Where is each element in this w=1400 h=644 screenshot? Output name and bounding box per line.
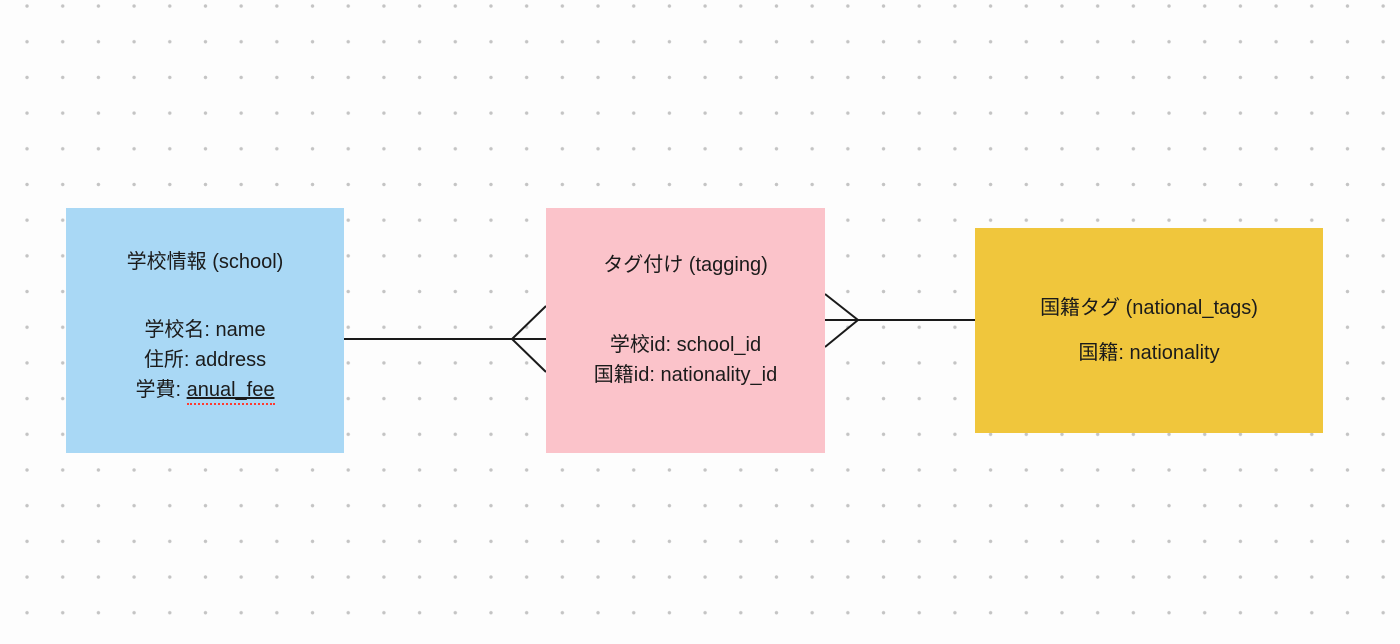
entity-national-tags-title: 国籍タグ (national_tags) [1040,297,1258,319]
entity-tagging[interactable]: タグ付け (tagging) 学校id: school_id 国籍id: nat… [546,208,825,453]
entity-tagging-attribute: 国籍id: nationality_id [593,364,778,386]
connector-school-tagging[interactable] [344,305,547,373]
entity-school-attribute: 学校名: name [144,319,266,341]
entity-school-attribute: 学費: anual_fee [136,375,275,405]
attribute-label: 学費: [135,379,187,401]
connector-tagging-national-tags[interactable] [824,293,975,348]
entity-school[interactable]: 学校情報 (school) 学校名: name 住所: address 学費: … [66,208,344,453]
crow-foot-many-icon [824,293,860,348]
entity-national-tags-attribute: 国籍: nationality [1078,342,1220,364]
misspelled-word: anual_fee [186,378,275,405]
entity-tagging-attribute: 学校id: school_id [609,334,762,356]
entity-school-attribute: 住所: address [143,349,267,371]
entity-tagging-title: タグ付け (tagging) [603,254,768,276]
crow-foot-many-icon [510,305,547,373]
entity-national-tags[interactable]: 国籍タグ (national_tags) 国籍: nationality [975,228,1323,433]
entity-school-title: 学校情報 (school) [126,251,284,273]
